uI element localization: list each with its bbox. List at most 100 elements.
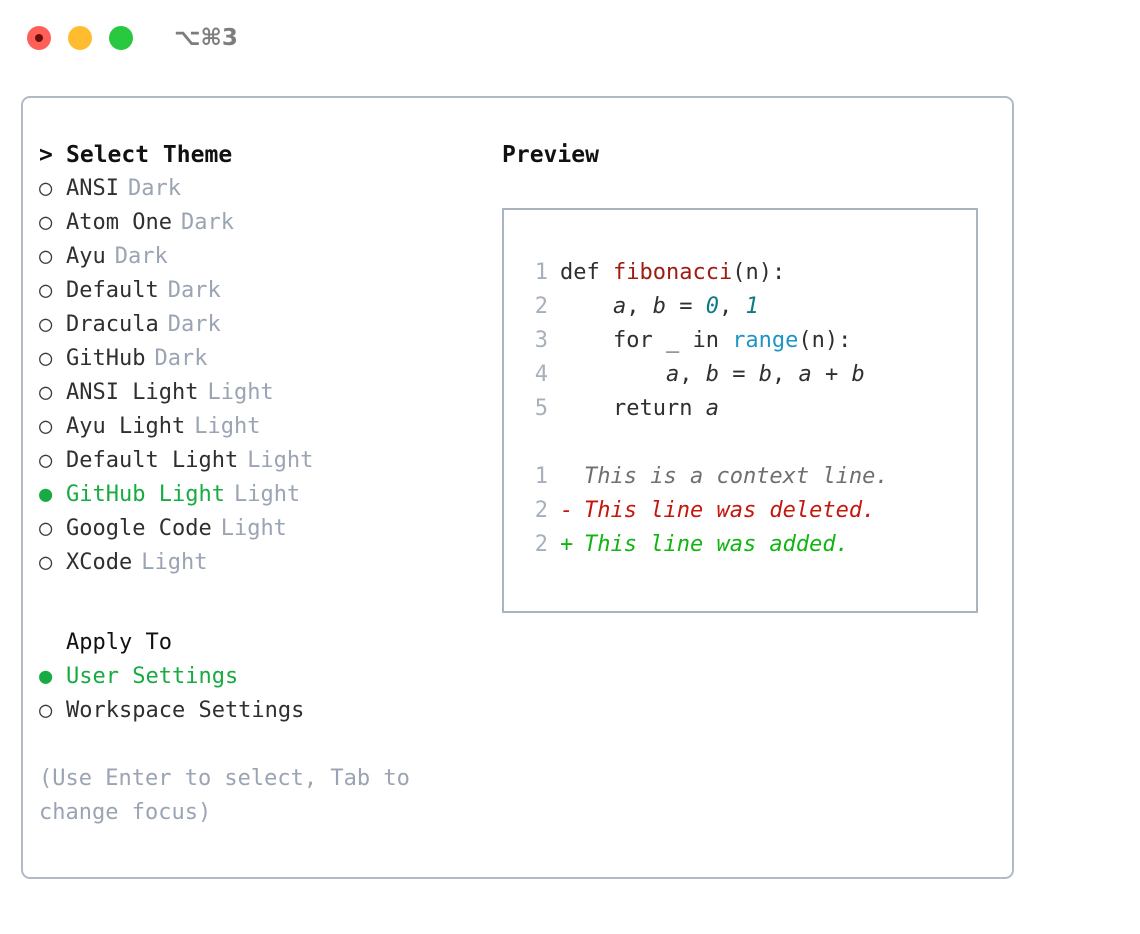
radio-unselected-icon[interactable]: ○ bbox=[39, 312, 53, 337]
selection-caret-icon: > bbox=[39, 142, 67, 168]
code-token-punct: for _ in bbox=[560, 328, 733, 353]
code-line: 5 return a bbox=[504, 392, 976, 426]
code-line-number: 5 bbox=[534, 396, 548, 421]
code-token-punct: , bbox=[626, 294, 653, 319]
code-line: 2 a, b = 0, 1 bbox=[504, 290, 976, 324]
code-token-punct: + bbox=[811, 362, 852, 387]
theme-list-heading: > Select Theme bbox=[39, 138, 489, 172]
diff-line: 2+This line was added. bbox=[504, 528, 976, 562]
code-token-punct bbox=[560, 294, 613, 319]
code-token-punct: , bbox=[679, 362, 706, 387]
code-token-punct: , bbox=[771, 362, 799, 387]
code-line-number: 3 bbox=[534, 328, 548, 353]
diff-line: 1 This is a context line. bbox=[504, 460, 976, 494]
radio-unselected-icon[interactable]: ○ bbox=[39, 210, 53, 235]
code-token-var: b bbox=[705, 362, 719, 387]
code-token-punct: = bbox=[718, 362, 759, 387]
radio-unselected-icon[interactable]: ○ bbox=[39, 448, 53, 473]
diff-sample: 1 This is a context line.2-This line was… bbox=[504, 460, 976, 562]
theme-name-label: ANSI Light bbox=[66, 380, 199, 405]
maximize-window-icon[interactable] bbox=[109, 26, 133, 50]
theme-list-item[interactable]: ○ ANSI Dark bbox=[39, 172, 489, 206]
code-token-num: 1 bbox=[745, 294, 759, 319]
theme-list-item[interactable]: ○ Ayu Dark bbox=[39, 240, 489, 274]
diff-line-text: This is a context line. bbox=[584, 464, 889, 489]
code-token-punct: return bbox=[560, 396, 706, 421]
theme-variant-tag: Dark bbox=[167, 278, 221, 303]
keyboard-hint: (Use Enter to select, Tab to change focu… bbox=[39, 766, 424, 825]
radio-selected-icon[interactable]: ● bbox=[39, 482, 53, 507]
theme-variant-tag: Dark bbox=[167, 312, 221, 337]
radio-unselected-icon[interactable]: ○ bbox=[39, 516, 53, 541]
theme-name-label: ANSI bbox=[66, 176, 119, 201]
apply-to-heading: Apply To bbox=[66, 630, 172, 655]
theme-list-item[interactable]: ○ Ayu Light Light bbox=[39, 410, 489, 444]
theme-variant-tag: Dark bbox=[127, 176, 181, 201]
radio-unselected-icon[interactable]: ○ bbox=[39, 550, 53, 575]
theme-variant-tag: Light bbox=[220, 516, 287, 541]
code-token-def: def bbox=[560, 260, 613, 285]
radio-selected-icon[interactable]: ● bbox=[39, 664, 53, 689]
code-token-var: a bbox=[665, 362, 680, 387]
radio-unselected-icon[interactable]: ○ bbox=[39, 414, 53, 439]
theme-variant-tag: Light bbox=[207, 380, 274, 405]
theme-name-label: Ayu Light bbox=[66, 414, 186, 439]
apply-to-item[interactable]: ●User Settings bbox=[39, 660, 489, 694]
apply-to-label: Workspace Settings bbox=[66, 698, 305, 723]
radio-unselected-icon[interactable]: ○ bbox=[39, 176, 53, 201]
theme-variant-tag: Dark bbox=[114, 244, 168, 269]
theme-list-item[interactable]: ○ ANSI Light Light bbox=[39, 376, 489, 410]
code-token-num: 0 bbox=[705, 294, 719, 319]
code-line: 3 for _ in range(n): bbox=[504, 324, 976, 358]
apply-to-item[interactable]: ○ Workspace Settings bbox=[39, 694, 489, 728]
theme-list-item[interactable]: ○ Google Code Light bbox=[39, 512, 489, 546]
theme-name-label: Google Code bbox=[66, 516, 212, 541]
theme-variant-tag: Dark bbox=[180, 210, 234, 235]
diff-marker: + bbox=[560, 532, 574, 557]
code-line-text: a, b = b, a + b bbox=[560, 358, 865, 392]
code-token-punct: (n): bbox=[732, 260, 786, 285]
diff-line: 2-This line was deleted. bbox=[504, 494, 976, 528]
theme-name-label: XCode bbox=[66, 550, 133, 575]
radio-unselected-icon[interactable]: ○ bbox=[39, 380, 53, 405]
code-token-var: a bbox=[612, 294, 627, 319]
close-window-icon[interactable] bbox=[27, 26, 51, 50]
code-line-text: a, b = 0, 1 bbox=[560, 290, 759, 324]
diff-line-number: 1 bbox=[534, 464, 548, 489]
radio-unselected-icon[interactable]: ○ bbox=[39, 698, 53, 723]
theme-variant-tag: Dark bbox=[154, 346, 208, 371]
theme-variant-tag: Light bbox=[141, 550, 208, 575]
minimize-window-icon[interactable] bbox=[68, 26, 92, 50]
code-token-var: a bbox=[798, 362, 812, 387]
title-bar: ⌥⌘3 bbox=[0, 0, 1140, 76]
code-line-text: return a bbox=[560, 392, 719, 426]
theme-list-item[interactable]: ○ XCode Light bbox=[39, 546, 489, 580]
code-token-punct: (n): bbox=[798, 328, 852, 353]
code-diff-spacer bbox=[504, 426, 976, 460]
code-line-number: 2 bbox=[534, 294, 548, 319]
radio-unselected-icon[interactable]: ○ bbox=[39, 278, 53, 303]
theme-name-label: Ayu bbox=[66, 244, 106, 269]
radio-unselected-icon[interactable]: ○ bbox=[39, 346, 53, 371]
diff-marker bbox=[560, 460, 584, 494]
code-line-text: for _ in range(n): bbox=[560, 324, 851, 358]
diff-marker: - bbox=[560, 498, 574, 523]
code-line-number: 4 bbox=[534, 362, 548, 387]
diff-line-number: 2 bbox=[534, 498, 548, 523]
section-spacer bbox=[39, 580, 489, 626]
radio-unselected-icon[interactable]: ○ bbox=[39, 244, 53, 269]
theme-variant-tag: Light bbox=[194, 414, 261, 439]
code-token-call: range bbox=[732, 328, 799, 353]
code-token-fn: fibonacci bbox=[612, 260, 733, 285]
